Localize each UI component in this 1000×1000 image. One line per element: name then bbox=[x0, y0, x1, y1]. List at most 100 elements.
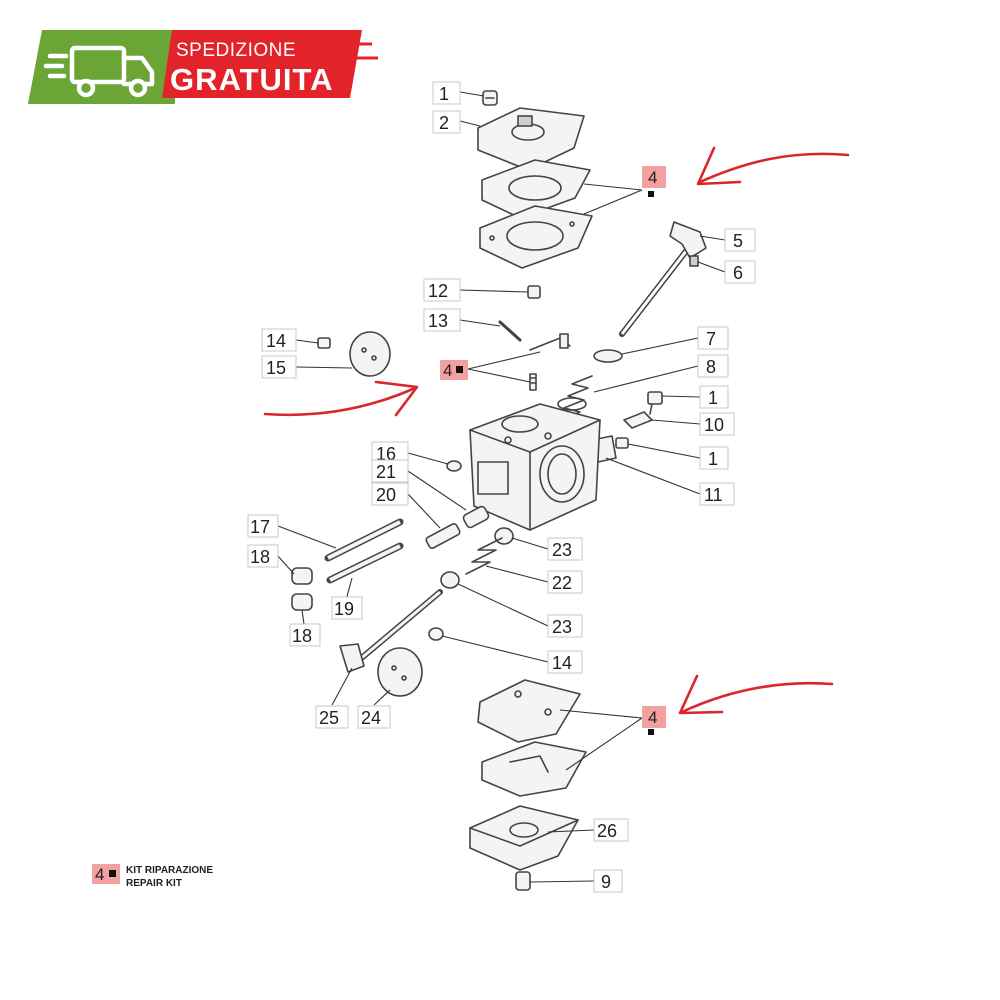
legend-line-1: KIT RIPARAZIONE bbox=[126, 865, 213, 876]
svg-text:14: 14 bbox=[552, 653, 572, 673]
callout-8: 8 bbox=[697, 354, 729, 378]
svg-text:19: 19 bbox=[334, 599, 354, 619]
svg-text:23: 23 bbox=[552, 540, 572, 560]
part-4-needle-lever bbox=[529, 333, 571, 391]
svg-text:10: 10 bbox=[704, 415, 724, 435]
callout-14-b: 14 bbox=[547, 650, 583, 674]
part-4-top-gaskets bbox=[479, 159, 593, 269]
callout-2: 2 bbox=[432, 110, 461, 134]
svg-text:1: 1 bbox=[439, 84, 449, 104]
part-24-plate bbox=[377, 647, 423, 697]
part-23-seals bbox=[440, 527, 514, 589]
badge-line-2: GRATUITA bbox=[170, 62, 334, 97]
callout-22: 22 bbox=[547, 570, 583, 594]
delivery-truck-icon bbox=[43, 45, 155, 98]
callout-13: 13 bbox=[423, 308, 461, 332]
part-22-spring bbox=[465, 537, 503, 575]
callout-9: 9 bbox=[593, 869, 623, 893]
svg-text:15: 15 bbox=[266, 358, 286, 378]
svg-text:4: 4 bbox=[443, 361, 452, 380]
part-4-bottom-gaskets bbox=[477, 679, 587, 797]
part-7-throttle-plate bbox=[593, 349, 623, 363]
part-14-lower-screw bbox=[428, 627, 444, 641]
callout-11: 11 bbox=[699, 482, 735, 506]
legend-line-2: REPAIR KIT bbox=[126, 878, 182, 889]
callout-18: 18 bbox=[247, 544, 279, 568]
part-1-top-screw bbox=[482, 90, 498, 106]
svg-text:8: 8 bbox=[706, 357, 716, 377]
part-10-lever bbox=[623, 411, 653, 429]
svg-text:22: 22 bbox=[552, 573, 572, 593]
part-2-cover bbox=[477, 107, 585, 171]
callout-6: 6 bbox=[724, 260, 756, 284]
svg-text:2: 2 bbox=[439, 113, 449, 133]
part-21-spring bbox=[462, 505, 490, 529]
svg-text:11: 11 bbox=[704, 485, 723, 505]
callout-25: 25 bbox=[315, 705, 349, 729]
legend-marker-label: 4 bbox=[95, 865, 104, 884]
callout-1-c: 1 bbox=[699, 446, 729, 470]
callout-15: 15 bbox=[261, 355, 297, 379]
kit-markers: 4 4 4 bbox=[440, 166, 666, 735]
callout-21: 21 bbox=[371, 459, 409, 483]
free-shipping-badge: SPEDIZIONE GRATUITA bbox=[28, 30, 378, 104]
callout-23-b: 23 bbox=[547, 614, 583, 638]
callout-1: 1 bbox=[432, 81, 461, 105]
part-18-caps bbox=[291, 567, 313, 611]
svg-text:12: 12 bbox=[428, 281, 448, 301]
callout-20: 20 bbox=[371, 482, 409, 506]
svg-text:13: 13 bbox=[428, 311, 448, 331]
badge-red-panel bbox=[162, 30, 362, 98]
svg-text:20: 20 bbox=[376, 485, 396, 505]
kit-marker-middle: 4 bbox=[440, 360, 468, 380]
svg-text:16: 16 bbox=[376, 444, 396, 464]
highlight-arrow-bottom bbox=[678, 674, 834, 715]
callout-1-b: 1 bbox=[699, 385, 729, 409]
part-13-pin bbox=[498, 320, 522, 342]
parts bbox=[291, 90, 707, 891]
svg-text:17: 17 bbox=[250, 517, 270, 537]
svg-text:4: 4 bbox=[648, 708, 657, 727]
part-8-spring bbox=[557, 375, 593, 421]
callout-18-b: 18 bbox=[289, 623, 321, 647]
svg-text:26: 26 bbox=[597, 821, 617, 841]
part-9-screw bbox=[515, 871, 531, 891]
part-12-screw bbox=[527, 285, 541, 299]
callout-labels: 1 2 5 6 12 13 14 15 7 8 1 10 1 11 16 21 … bbox=[247, 81, 756, 893]
callout-19: 19 bbox=[331, 596, 363, 620]
legend-kit-marker bbox=[92, 864, 120, 884]
callout-12: 12 bbox=[423, 278, 461, 302]
highlight-arrows bbox=[263, 146, 850, 715]
callout-23: 23 bbox=[547, 537, 583, 561]
kit-marker-top: 4 bbox=[642, 166, 666, 197]
svg-text:9: 9 bbox=[601, 872, 611, 892]
part-20-jet bbox=[425, 522, 461, 550]
legend: 4 KIT RIPARAZIONE REPAIR KIT bbox=[92, 864, 213, 889]
svg-text:18: 18 bbox=[292, 626, 312, 646]
svg-text:25: 25 bbox=[319, 708, 339, 728]
part-6-throttle-shaft bbox=[619, 221, 707, 337]
svg-text:1: 1 bbox=[708, 388, 718, 408]
highlight-arrow-top bbox=[696, 146, 850, 186]
svg-text:21: 21 bbox=[376, 462, 396, 482]
callout-5: 5 bbox=[724, 228, 756, 252]
svg-text:4: 4 bbox=[648, 168, 657, 187]
callout-14: 14 bbox=[261, 328, 297, 352]
callout-17: 17 bbox=[247, 514, 279, 538]
callout-26: 26 bbox=[593, 818, 629, 842]
part-carburetor-body bbox=[469, 403, 601, 531]
svg-text:23: 23 bbox=[552, 617, 572, 637]
part-17-19-needles bbox=[324, 518, 404, 584]
badge-line-1: SPEDIZIONE bbox=[176, 40, 296, 61]
kit-marker-bottom: 4 bbox=[642, 706, 666, 735]
part-25-choke-shaft bbox=[339, 589, 443, 673]
svg-text:5: 5 bbox=[733, 231, 743, 251]
part-26-bottom-cover bbox=[469, 805, 579, 871]
svg-text:18: 18 bbox=[250, 547, 270, 567]
part-16 bbox=[446, 460, 462, 472]
part-14-15-choke-plate bbox=[317, 331, 391, 377]
svg-text:14: 14 bbox=[266, 331, 286, 351]
svg-text:24: 24 bbox=[361, 708, 381, 728]
highlight-arrow-middle bbox=[263, 380, 419, 417]
